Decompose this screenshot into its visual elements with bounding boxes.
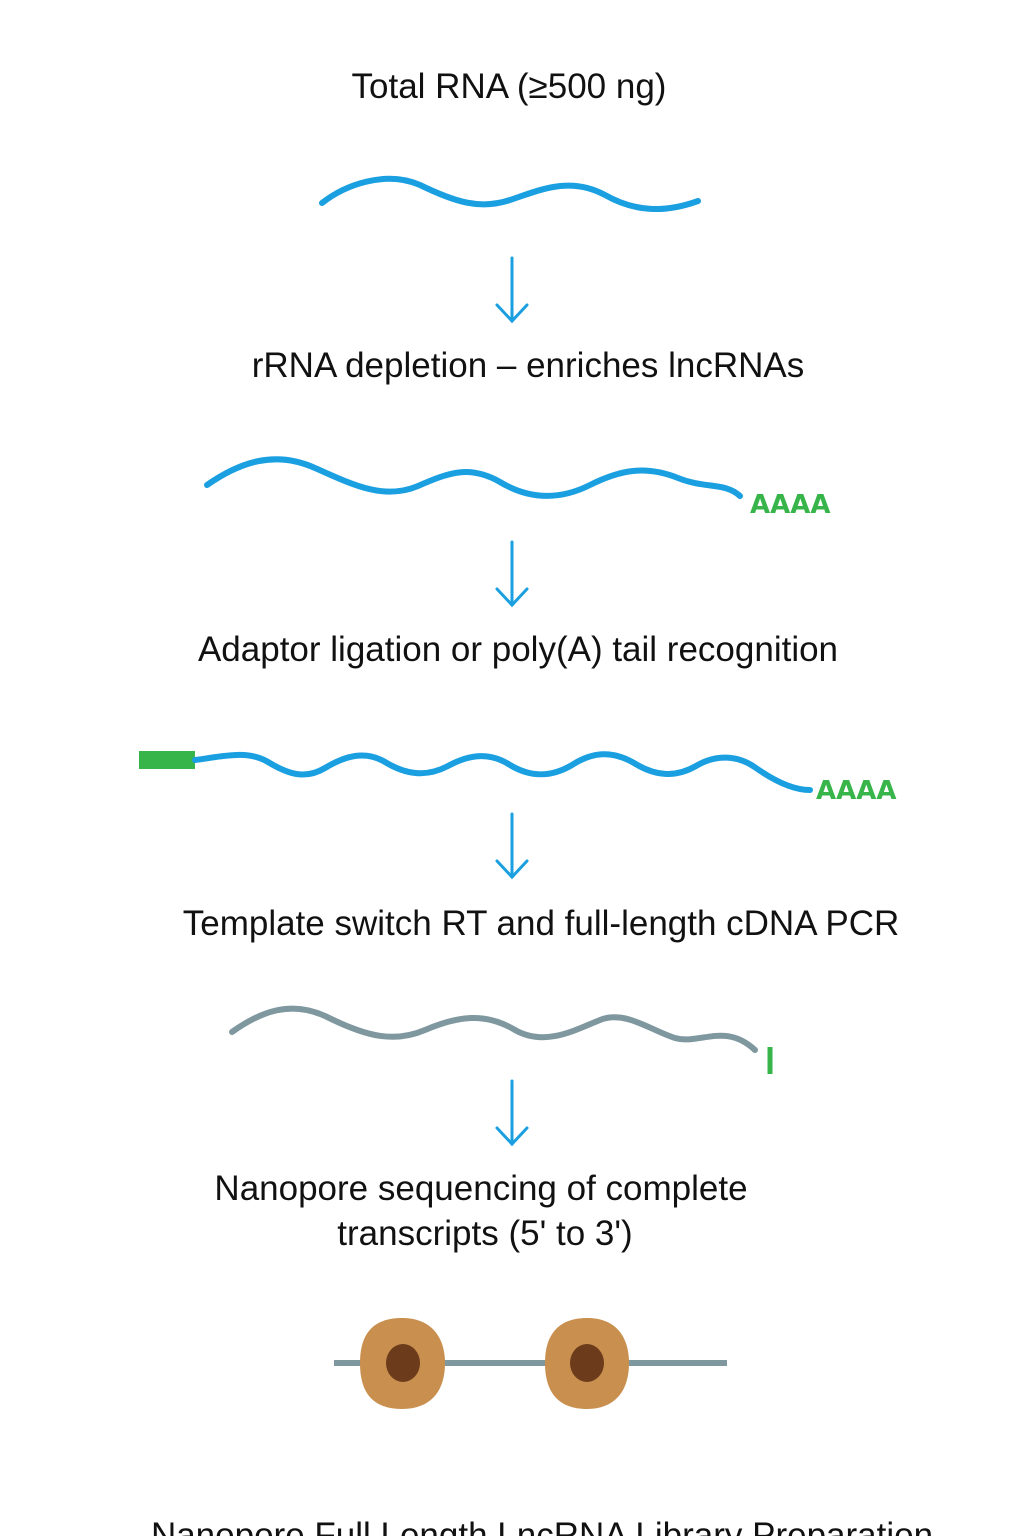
total-rna-strand <box>319 175 701 212</box>
down-arrow-icon <box>495 1079 529 1147</box>
down-arrow-icon <box>495 812 529 880</box>
cdna-strand <box>229 1005 758 1053</box>
step-3-label: Adaptor ligation or poly(A) tail recogni… <box>198 630 838 669</box>
nanopore-channel-icon <box>386 1344 420 1382</box>
down-arrow-icon <box>495 256 529 324</box>
step-2-label: rRNA depletion – enriches lncRNAs <box>252 346 804 385</box>
step-5-label-line-1: Nanopore sequencing of complete <box>214 1169 747 1208</box>
nanopore-channel-icon <box>570 1344 604 1382</box>
diagram-title: Nanopore Full Length LncRNA Library Prep… <box>151 1516 933 1536</box>
step-5-label-line-2: transcripts (5' to 3') <box>337 1214 632 1253</box>
polya-tail-label: AAAA <box>750 490 831 520</box>
step-1-label: Total RNA (≥500 ng) <box>352 67 667 106</box>
nanopore-illustration <box>334 1318 727 1409</box>
polya-tail-label: AAAA <box>816 776 897 806</box>
adaptor-ligated-rna-strand <box>192 751 813 793</box>
depleted-rna-strand <box>204 456 743 499</box>
adaptor-block <box>139 751 195 769</box>
down-arrow-icon <box>495 540 529 608</box>
step-4-label: Template switch RT and full-length cDNA … <box>183 904 900 943</box>
